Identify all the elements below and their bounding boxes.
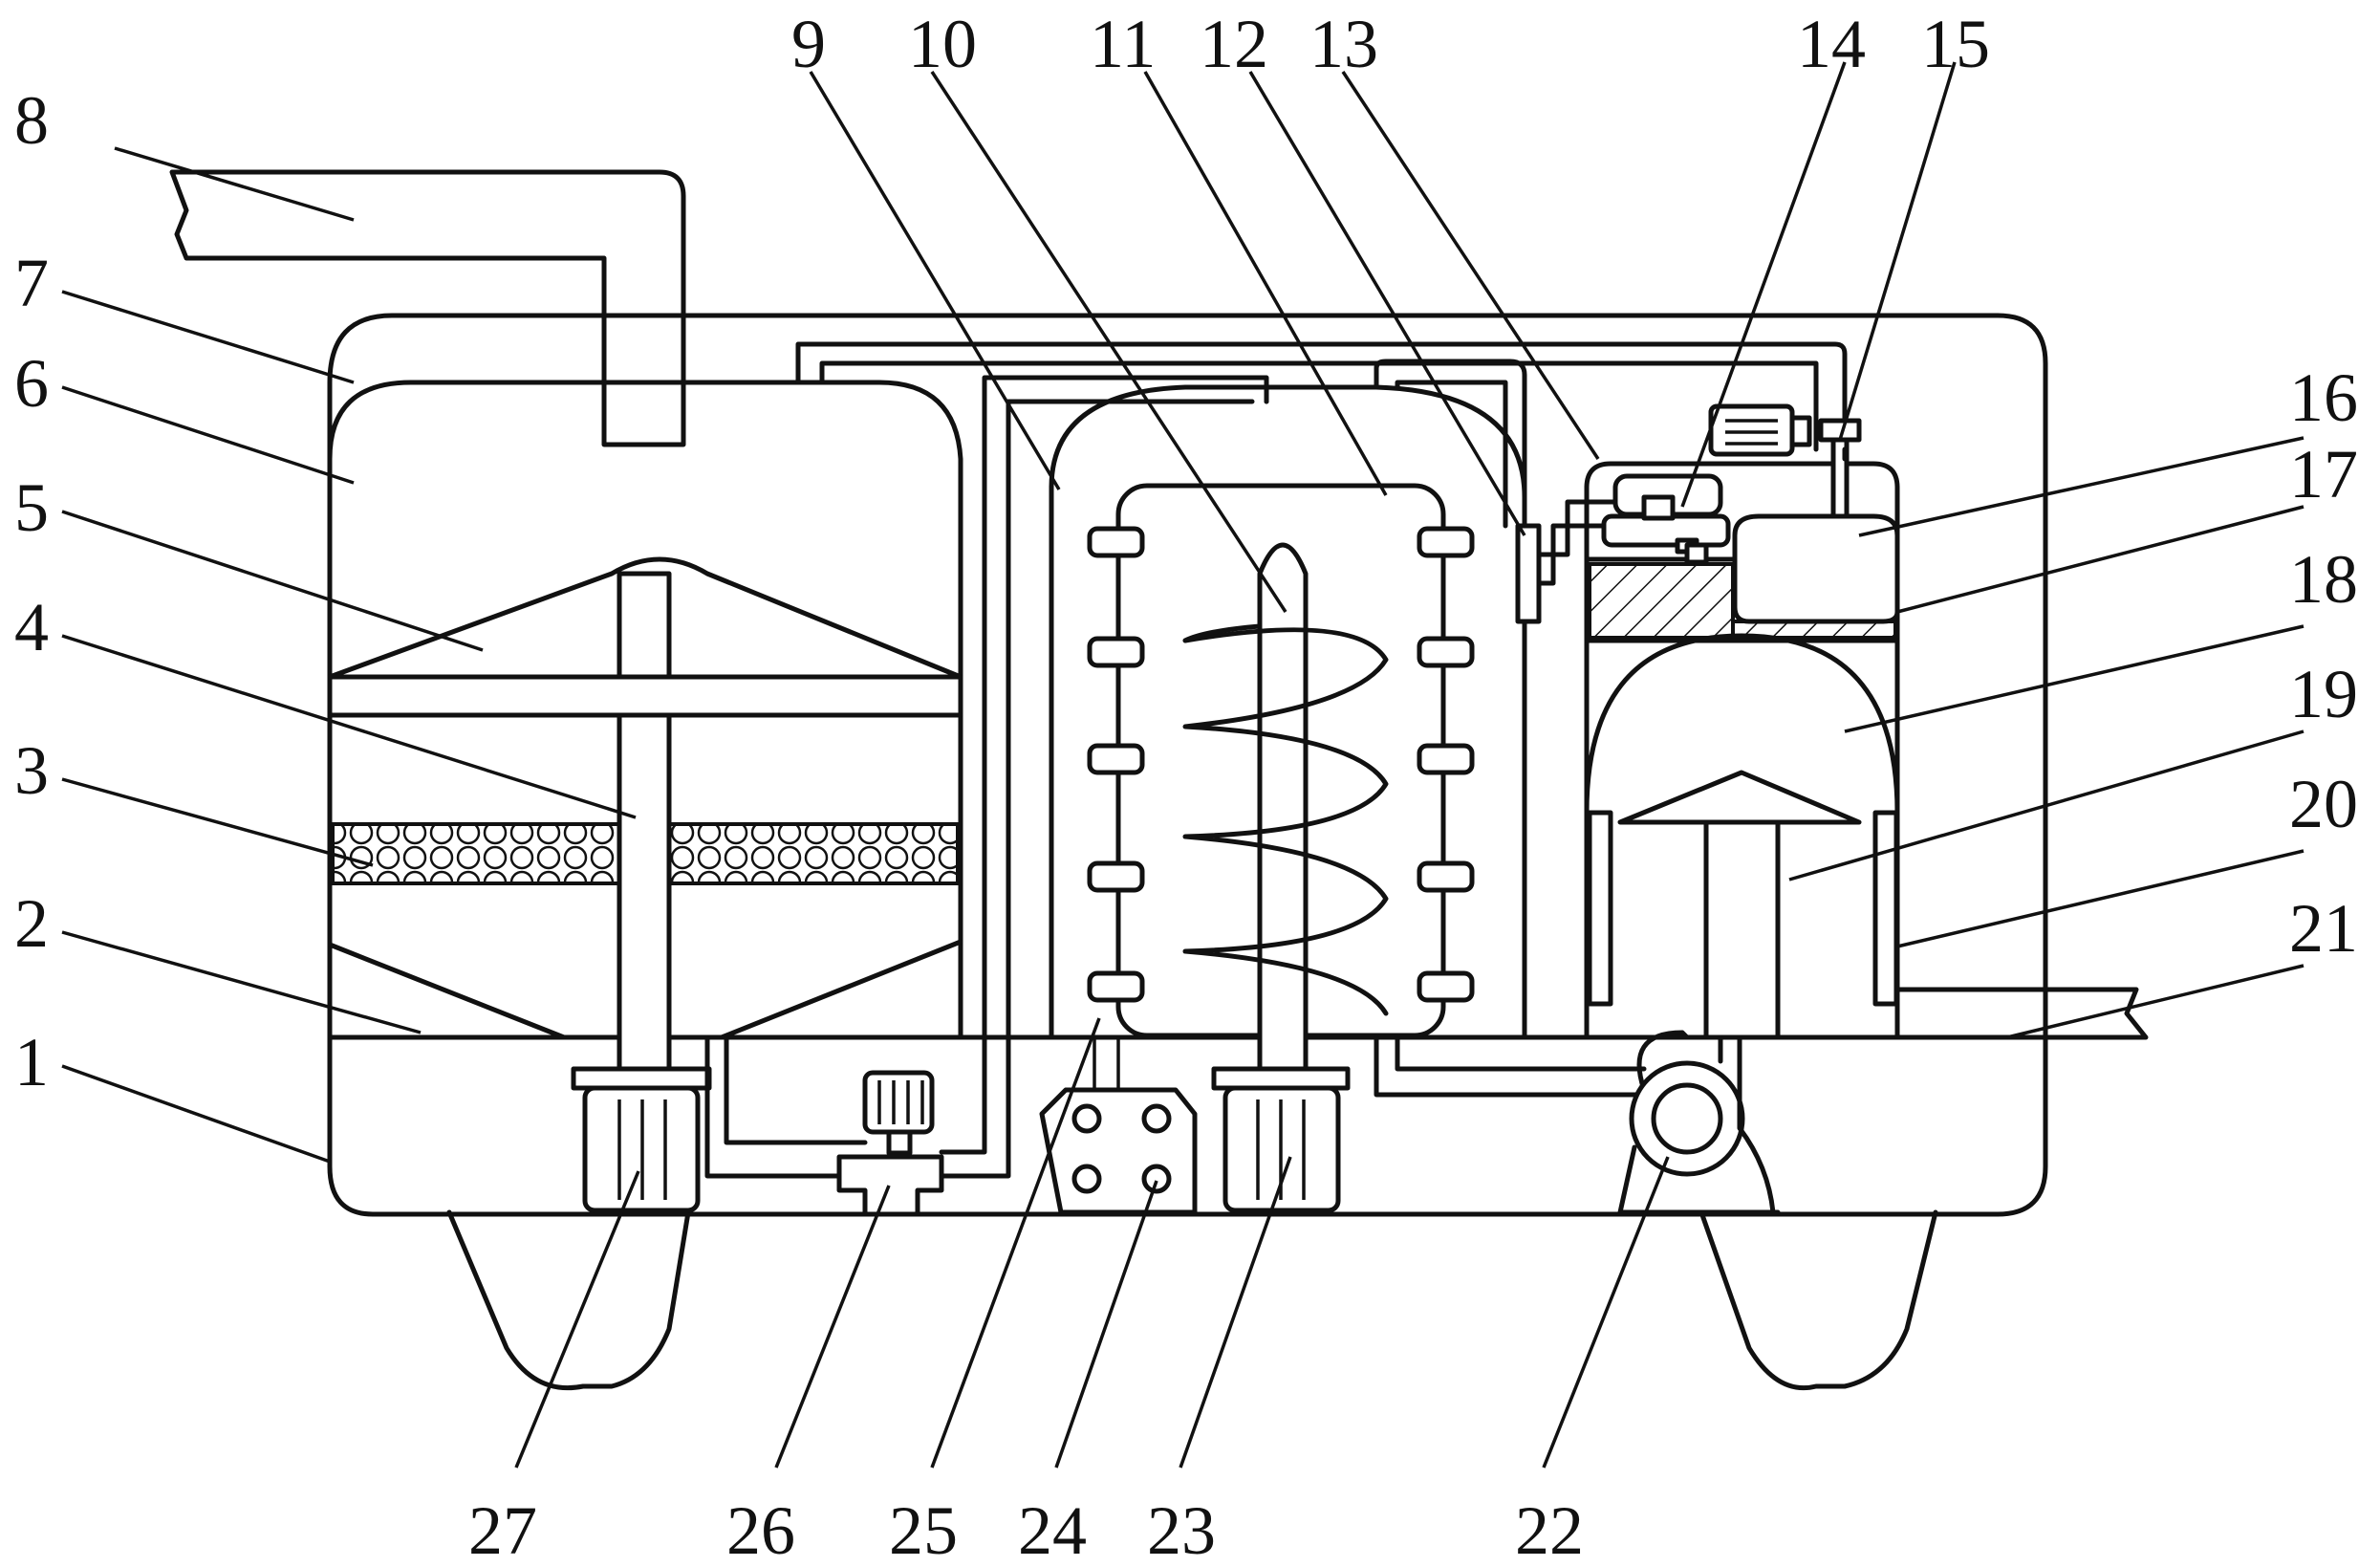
screw-flights [1182,623,1389,1016]
callout-26: 26 [726,1492,795,1562]
mixing-tank [327,380,963,1213]
callout-15: 15 [1921,6,1990,82]
callout-1: 1 [14,1024,49,1100]
gas-pipe [1264,359,1542,624]
callout-10: 10 [908,6,977,82]
callout-5: 5 [14,469,49,546]
callout-6: 6 [14,345,49,422]
callout-11: 11 [1090,6,1156,82]
callout-25: 25 [889,1492,958,1562]
callout-22: 22 [1515,1492,1584,1562]
leader-lines [61,61,2304,1469]
support-legs [446,1209,1938,1391]
callout-23: 23 [1147,1492,1216,1562]
callout-2: 2 [14,885,49,962]
callout-4: 4 [14,589,49,665]
callout-14: 14 [1797,6,1866,82]
callout-9: 9 [791,6,826,82]
callout-8: 8 [14,82,49,159]
exhaust-fan [1374,1030,1781,1215]
callout-24: 24 [1018,1492,1087,1562]
callout-17: 17 [2289,436,2358,512]
inlet-pipe [169,169,686,447]
callout-12: 12 [1200,6,1268,82]
callout-16: 16 [2289,359,2358,436]
callout-13: 13 [1309,6,1378,82]
callout-19: 19 [2289,656,2358,732]
callout-7: 7 [14,245,49,321]
callout-21: 21 [2289,890,2358,967]
callout-18: 18 [2289,541,2358,618]
callout-27: 27 [468,1492,537,1562]
heating-elements [1087,526,1475,1003]
callout-3: 3 [14,732,49,809]
transfer-piping [704,341,1848,1217]
callout-numbers: 1 2 3 4 5 6 7 8 9 10 11 12 13 14 15 16 1… [14,6,2358,1567]
callout-20: 20 [2289,766,2358,842]
purification-unit [1536,403,2149,1040]
reactor-chamber [1039,384,1527,1215]
